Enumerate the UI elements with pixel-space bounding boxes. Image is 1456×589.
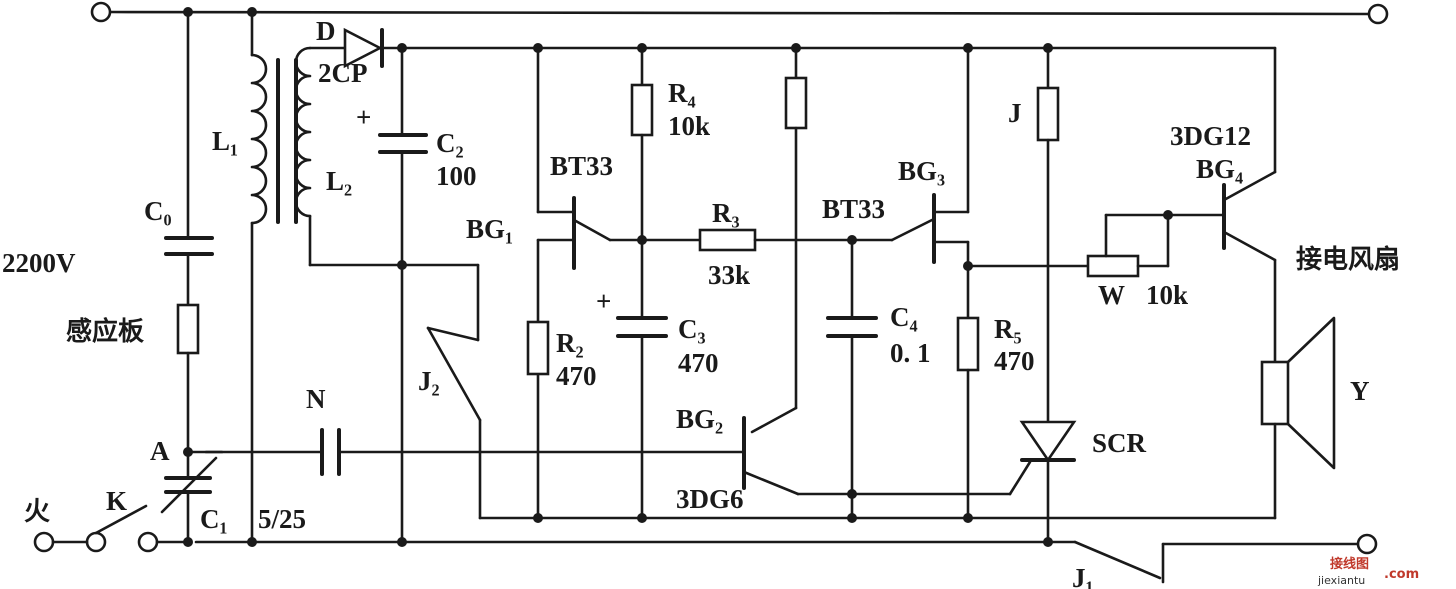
label-r5-val: 470 — [994, 346, 1035, 376]
transistor-bg2 — [742, 416, 1032, 496]
r4-c3-column — [616, 43, 668, 523]
switch-terminal — [137, 531, 159, 553]
sensor-plate-resistor — [176, 303, 200, 355]
label-voltage: 2200V — [2, 248, 76, 278]
transistor-bg1 — [533, 43, 702, 523]
label-k: K — [106, 486, 127, 516]
potentiometer-w — [1086, 210, 1224, 278]
c2-branch — [378, 46, 428, 544]
resistor-collector — [784, 76, 808, 130]
label-c4: C₄ — [890, 302, 918, 332]
relay-contact-j1 — [1073, 540, 1165, 584]
transistor-bg3 — [890, 43, 1090, 320]
label-c3-val: 470 — [678, 348, 719, 378]
label-bg2-type: 3DG6 — [676, 484, 744, 514]
label-bg4: BG₄ — [1196, 154, 1243, 184]
input-switch — [33, 504, 190, 553]
label-j1: J₁ — [1072, 563, 1094, 589]
label-plus-c3: + — [596, 286, 611, 316]
watermark-dot: .com — [1384, 567, 1419, 582]
r5-branch — [956, 316, 980, 523]
label-bg4-type: 3DG12 — [1170, 121, 1251, 151]
label-r3: R₃ — [712, 198, 740, 228]
label-j2: J₂ — [418, 366, 440, 396]
label-scr: SCR — [1092, 428, 1147, 458]
pot-w — [1086, 254, 1140, 278]
c0-branch — [160, 10, 224, 544]
transistor-bg4 — [1046, 46, 1277, 364]
r3-branch — [698, 228, 894, 252]
watermark-en: jiexiantu — [1317, 574, 1365, 587]
label-sensor-plate: 感应板 — [66, 316, 144, 347]
c4-branch — [826, 238, 878, 523]
bottom-rail — [183, 533, 1378, 555]
fire-terminal-1 — [33, 531, 55, 553]
top-rail — [90, 1, 1389, 25]
speaker-coil — [1260, 360, 1290, 426]
relay-j-scr — [1019, 43, 1077, 544]
capacitor-n — [186, 428, 744, 476]
label-y: Y — [1350, 376, 1370, 406]
label-r2-val: 470 — [556, 361, 597, 391]
label-r3-val: 33k — [708, 260, 750, 290]
coil-l1 — [250, 10, 280, 544]
fire-terminal-2 — [85, 531, 107, 553]
label-n: N — [306, 384, 326, 414]
speaker-y — [1260, 316, 1336, 520]
label-c2-val: 100 — [436, 161, 477, 191]
bg2-collector-resistor — [750, 43, 808, 434]
label-r4-val: 10k — [668, 111, 710, 141]
label-w-val: 10k — [1146, 280, 1188, 310]
label-bg3: BG₃ — [898, 156, 945, 186]
resistor-r4 — [630, 83, 654, 137]
label-2cp: 2CP — [318, 58, 368, 88]
label-j: J — [1008, 98, 1022, 128]
watermark: 接线图 jiexiantu .com — [1317, 556, 1419, 587]
label-bg1: BG₁ — [466, 214, 513, 244]
label-c0: C₀ — [144, 196, 172, 226]
label-w: W — [1098, 280, 1125, 310]
bottom-right-terminal — [1356, 533, 1378, 555]
relay-coil-j — [1036, 86, 1060, 142]
coil-l2 — [294, 46, 480, 267]
label-c3: C₃ — [678, 314, 706, 344]
scr-symbol — [1019, 420, 1077, 463]
resistor-r3 — [698, 228, 757, 252]
labels: D 2CP + L₁ L₂ C₂ 100 C₀ 2200V 感应板 A 火 K … — [2, 16, 1400, 589]
resistor-r5 — [956, 316, 980, 372]
label-plus-c2: + — [356, 102, 371, 132]
label-r2: R₂ — [556, 328, 584, 358]
label-a: A — [150, 436, 170, 466]
label-r4: R₄ — [668, 78, 696, 108]
label-c1-val: 5/25 — [258, 504, 306, 534]
label-fire: 火 — [24, 497, 50, 527]
label-r5: R₅ — [994, 314, 1022, 344]
label-bg2: BG₂ — [676, 404, 723, 434]
label-bt33-1: BT33 — [550, 151, 613, 181]
watermark-cn: 接线图 — [1330, 556, 1369, 572]
label-c1: C₁ — [200, 504, 228, 534]
label-d: D — [316, 16, 336, 46]
resistor-r2 — [526, 320, 550, 376]
top-right-terminal — [1367, 3, 1389, 25]
label-bt33-2: BT33 — [822, 194, 885, 224]
diode-d — [343, 27, 1050, 69]
top-left-terminal — [90, 1, 112, 23]
label-c4-val: 0. 1 — [890, 338, 931, 368]
relay-contact-j2 — [426, 263, 1277, 520]
label-fan: 接电风扇 — [1296, 244, 1400, 275]
label-l2: L₂ — [326, 166, 352, 196]
label-c2: C₂ — [436, 128, 464, 158]
label-l1: L₁ — [212, 126, 238, 156]
